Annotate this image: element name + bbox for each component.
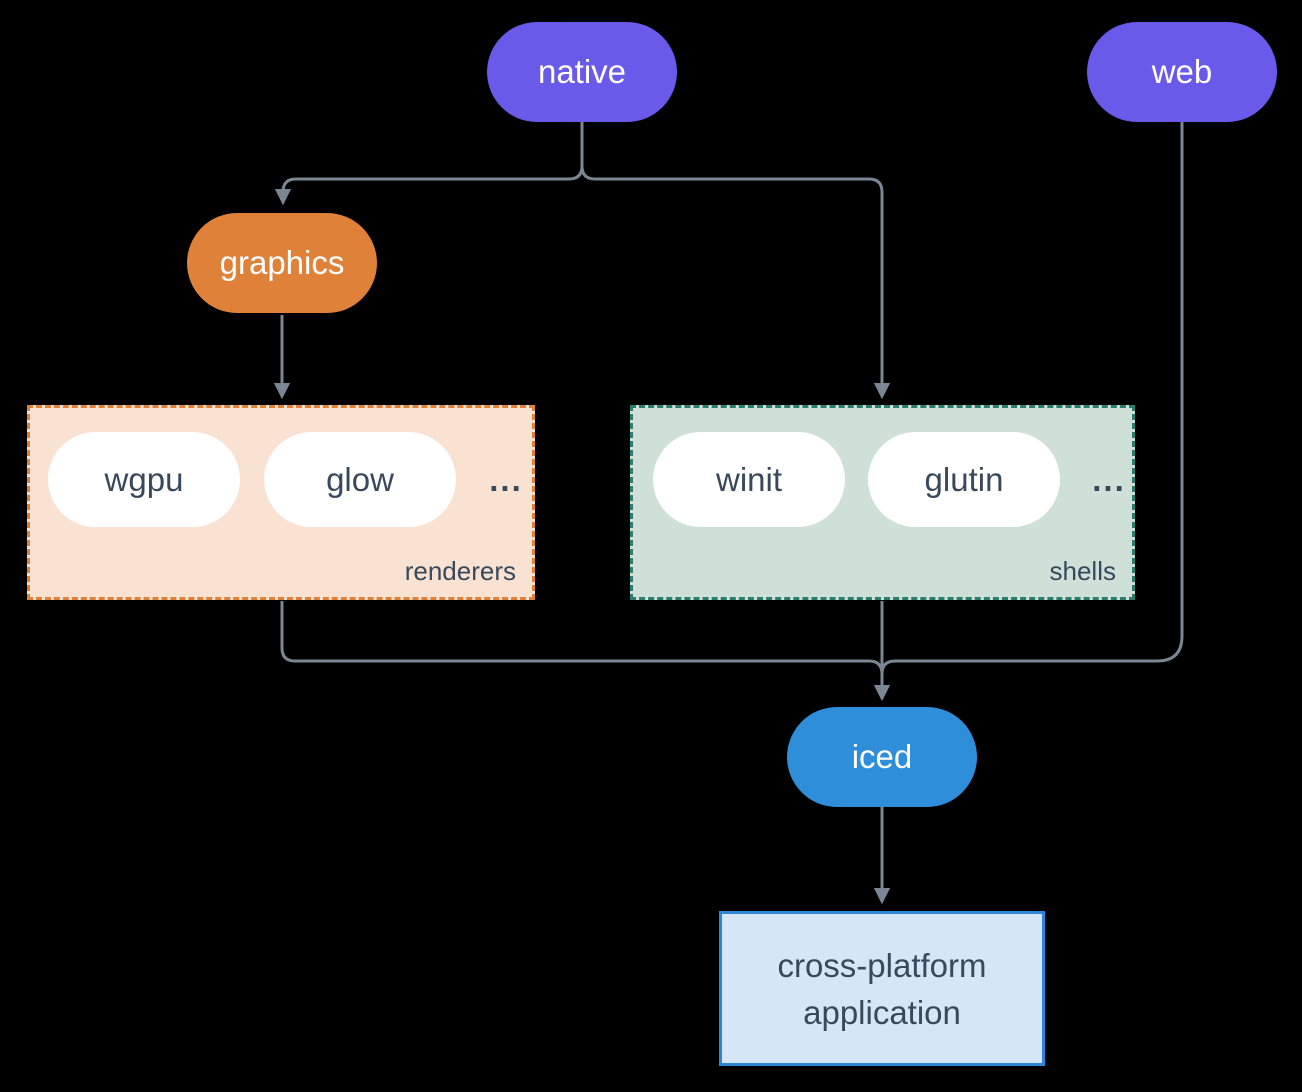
winit-node: winit (653, 432, 845, 527)
shells-group-label: shells (1049, 556, 1116, 586)
graphics-node: graphics (187, 213, 377, 313)
winit-node-label: winit (715, 460, 783, 498)
glutin-node: glutin (868, 432, 1060, 527)
glutin-node-label: glutin (924, 460, 1004, 498)
renderers-ellipsis: ... (489, 460, 523, 498)
graphics-node-label: graphics (219, 244, 345, 281)
wgpu-node-label: wgpu (104, 460, 184, 498)
cross-platform-application-node: cross-platform application (719, 911, 1045, 1066)
iced-node-label: iced (851, 738, 913, 775)
web-node-label: web (1151, 53, 1213, 90)
edge-renderers-to-iced (280, 601, 884, 675)
native-node: native (487, 22, 677, 122)
glow-node-label: glow (326, 460, 394, 498)
glow-node: glow (264, 432, 456, 527)
app-label-line2: application (803, 993, 961, 1031)
edge-native-to-graphics (274, 122, 584, 206)
shells-ellipsis: ... (1092, 460, 1126, 498)
renderers-group-label: renderers (404, 556, 516, 586)
renderers-group: wgpu glow ... renderers (27, 405, 535, 600)
wgpu-node: wgpu (48, 432, 240, 527)
web-node: web (1087, 22, 1277, 122)
edge-native-to-shells (580, 122, 891, 400)
app-label-line1: cross-platform (777, 946, 987, 984)
iced-node: iced (787, 707, 977, 807)
shells-group: winit glutin ... shells (630, 405, 1135, 600)
native-node-label: native (537, 53, 627, 90)
